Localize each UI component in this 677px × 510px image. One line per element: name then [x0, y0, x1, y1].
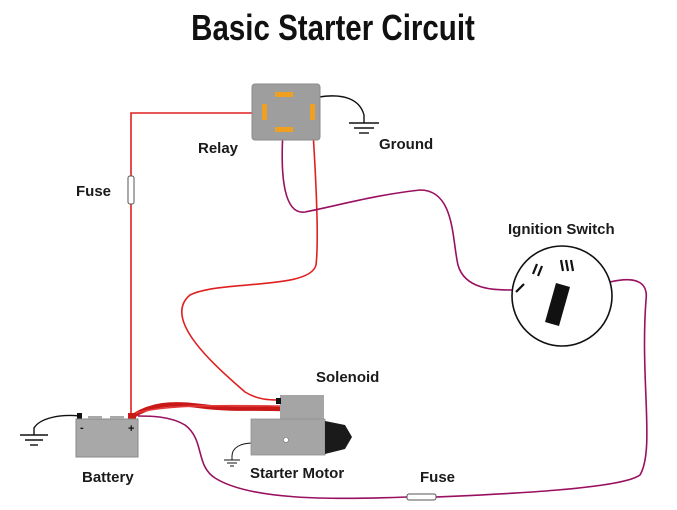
- battery-cable-highlight: [132, 404, 282, 415]
- relay-pin-top: [275, 92, 293, 97]
- battery-positive-mark: +: [128, 423, 134, 435]
- label-fuse-bottom: Fuse: [420, 469, 455, 486]
- label-starter-motor: Starter Motor: [250, 465, 344, 482]
- starter-drive: [325, 421, 352, 454]
- wire-relay-to-ground: [318, 95, 365, 123]
- relay-pin-bottom: [275, 127, 293, 132]
- wire-relay-to-solenoid: [181, 131, 319, 401]
- label-ignition-switch: Ignition Switch: [508, 221, 615, 238]
- relay-pin-left: [262, 104, 267, 120]
- wire-battery-to-ground: [33, 414, 81, 435]
- fuse-bottom: [406, 493, 437, 501]
- solenoid: [276, 395, 324, 419]
- ignition-mark-2: [531, 263, 544, 277]
- diagram-title: Basic Starter Circuit: [191, 7, 475, 47]
- label-relay: Relay: [198, 140, 239, 157]
- battery-negative-mark: -: [80, 422, 84, 434]
- wire-relay-to-ignition: [281, 131, 513, 291]
- starter-motor: [250, 418, 352, 456]
- wire-battery-to-relay: [130, 112, 252, 416]
- relay-pin-right: [310, 104, 315, 120]
- wire-ignition-to-fuse: [435, 278, 648, 498]
- label-fuse-top: Fuse: [76, 183, 111, 200]
- ground-symbol-battery: [20, 434, 48, 446]
- starter-bolt: [283, 437, 289, 443]
- fuse-top: [127, 175, 135, 205]
- label-ground: Ground: [379, 136, 433, 153]
- battery: - +: [75, 413, 139, 458]
- ignition-mark-3: [559, 259, 575, 272]
- ground-symbol-relay: [349, 122, 379, 134]
- relay: [251, 83, 321, 141]
- label-solenoid: Solenoid: [316, 369, 379, 386]
- ground-symbol-starter: [224, 459, 240, 467]
- ignition-mark-1: [515, 283, 525, 293]
- wire-fuse-to-battery: [137, 415, 408, 500]
- ignition-switch: [511, 245, 613, 347]
- wire-starter-to-ground: [231, 442, 254, 460]
- ignition-key-slot: [545, 283, 570, 326]
- label-battery: Battery: [82, 469, 134, 486]
